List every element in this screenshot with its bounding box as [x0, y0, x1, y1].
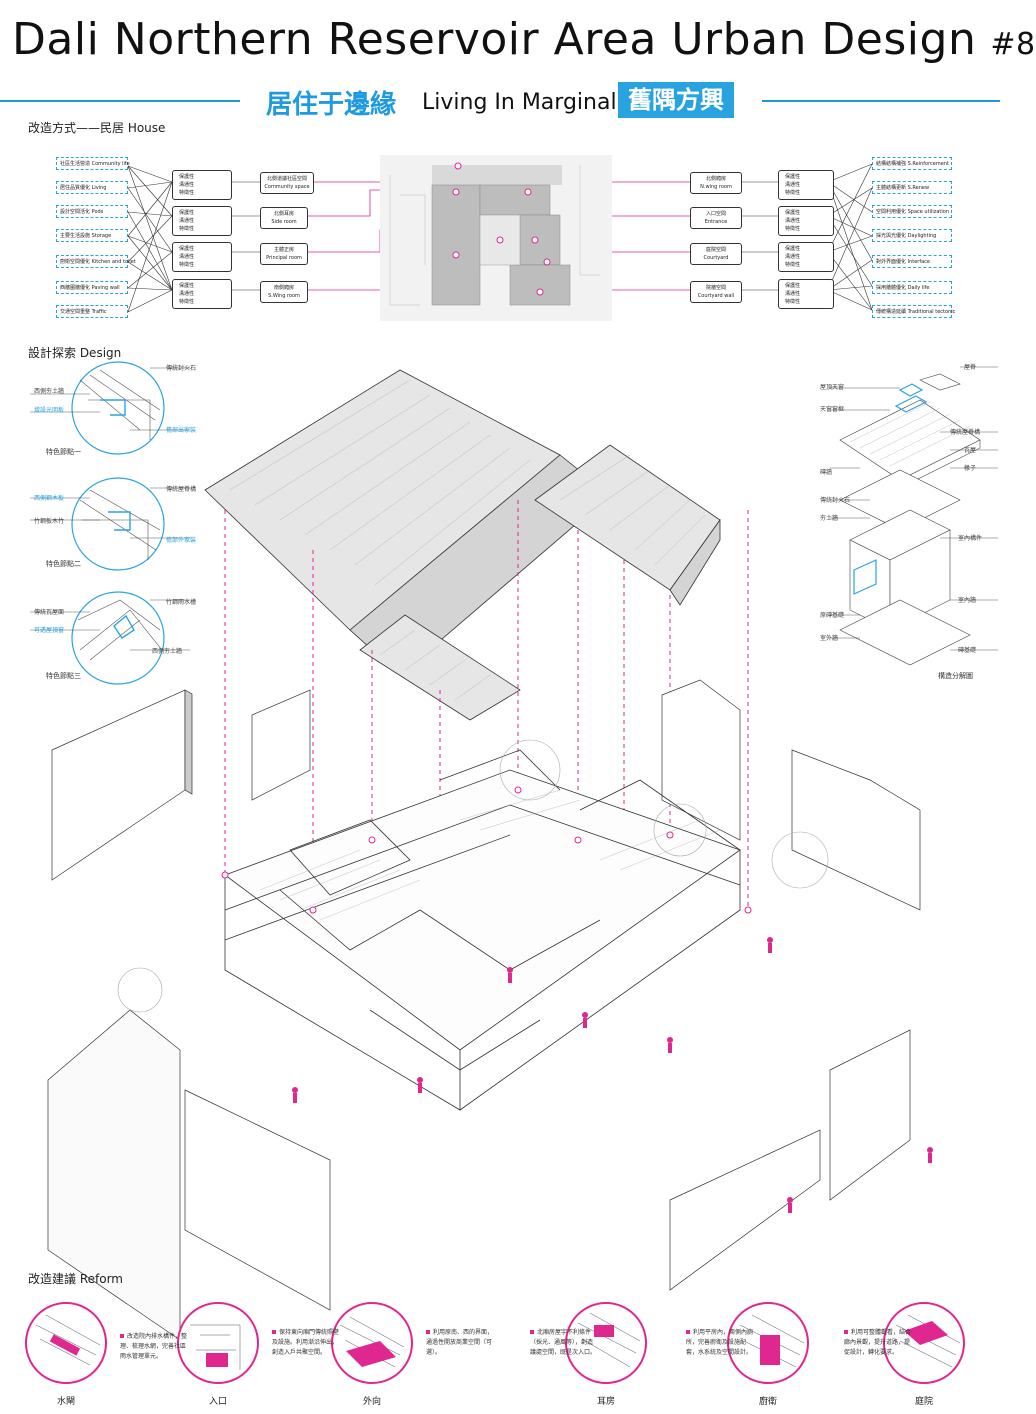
reform-circles: [25, 1302, 965, 1384]
left-legend-box: 保護性溝通性特徵性: [172, 170, 232, 200]
exploded-label: 室內構件: [958, 535, 983, 542]
reform-label: 廚衛: [758, 1397, 777, 1407]
exploded-label: 屋脊: [964, 364, 977, 371]
house-tag: 設計空間活化 Pods: [56, 205, 128, 218]
reform-label: 水閘: [56, 1397, 75, 1407]
house-tag: 交通空間重整 Traffic: [56, 305, 128, 318]
right-legend-box: 保護性溝通性特徵性: [778, 206, 834, 236]
reform-description: 利用平房內，兩側內廁所，完善廚衛及設施配套，水系統及空間設計。: [686, 1329, 754, 1356]
subtitle-rule-left: [0, 100, 240, 102]
exploded-label: 傳統封火石: [820, 497, 851, 504]
detail-label: 檐部出家裝: [166, 427, 197, 434]
house-tag: 西牆圍牆優化 Paving wall: [56, 281, 128, 294]
left-legend-box: 保護性溝通性特徵性: [172, 279, 232, 309]
reform-label: 庭院: [914, 1397, 933, 1407]
detail-label: 傳統屋脊構: [166, 486, 197, 493]
reform-description: 改造院內排水構件，整理、梳理水網，完善社區雨水管理單元。: [120, 1333, 188, 1360]
section-design-heading: 設計探索 Design: [28, 346, 122, 360]
page-title: Dali Northern Reservoir Area Urban Desig…: [12, 14, 1036, 65]
exploded-label: 天窗窗框: [820, 406, 845, 413]
construction-exploded-diagram: [830, 366, 998, 666]
exploded-label: 傳統屋脊構: [950, 429, 981, 436]
left-legend-box: 保護性溝通性特徵性: [172, 242, 232, 272]
detail-label: 可透屋頂窗: [34, 627, 65, 634]
exploded-label: 夯土牆: [820, 515, 839, 522]
right-legend-box: 保護性溝通性特徵性: [778, 170, 834, 200]
detail-label: 西側夯土牆: [152, 648, 183, 655]
exploded-label: 磚牆: [820, 469, 833, 476]
house-tag: 主體結構更新 S.Renew: [872, 181, 952, 194]
detail-label: 西側鋼木板: [34, 495, 65, 502]
axonometric-house-drawing: [47, 369, 933, 1341]
detail-label: 竹鋼雨水槽: [166, 599, 197, 606]
reform-label: 外向: [362, 1397, 381, 1407]
subtitle-chinese: 居住于邊緣: [266, 90, 397, 120]
exploded-label: 瓦屋: [964, 447, 977, 454]
house-tag: 空間利用優化 Space utilization: [872, 205, 952, 218]
house-tag: 結構結構補強 S.Reinforcement: [872, 157, 952, 170]
reform-description: 保持東向廂門傳統照壁及設施。利用漸沿伸出，創造入戶共聚空間。: [272, 1329, 340, 1356]
house-tag: 對外界面優化 Interface: [872, 255, 952, 268]
subtitle-rule-right: [762, 100, 1000, 102]
subtitle-english: Living In Marginal: [422, 90, 617, 115]
detail-label: 西側夯土牆: [34, 388, 65, 395]
reform-description: 利用原南、西的界面，通過性開放商業空間（可選）。: [426, 1329, 494, 1356]
detail-caption: 特色節點一: [46, 448, 81, 456]
title-number: #8: [990, 27, 1036, 62]
subtitle-badge: 舊隅方興: [618, 82, 734, 118]
detail-label: 傳統封火石: [166, 365, 197, 372]
exploded-caption: 構造分解圖: [938, 672, 973, 680]
house-tag: 居住品質優化 Living: [56, 181, 128, 194]
section-house-heading: 改造方式——民居 House: [28, 121, 166, 135]
reform-label: 入口: [208, 1397, 227, 1407]
site-plan: [380, 155, 612, 321]
exploded-label: 原磚基礎: [820, 612, 845, 619]
house-tag: 廚衛空間優化 Kitchen and toilet: [56, 255, 136, 268]
exploded-label: 屋頂天窗: [820, 384, 845, 391]
house-tag: 採光與光優化 Daylighting: [872, 229, 952, 242]
exploded-label: 室內牆: [958, 597, 977, 604]
detail-nodes-graphic: [30, 361, 190, 685]
exploded-label: 室外牆: [820, 635, 839, 642]
reform-description: 利用可整體觀看，結合廊內景觀，提升道路，提促設計，轉化要求。: [844, 1329, 912, 1356]
section-reform-heading: 改造建議 Reform: [28, 1272, 123, 1286]
house-tag: 社區生活營造 Community life: [56, 157, 130, 170]
detail-label: 檐部外家裝: [166, 537, 197, 544]
exploded-label: 椽子: [964, 465, 977, 472]
reform-description: 北廂房屋宇不利條件（採光、通風等），創造議處空間，既是次入口。: [530, 1329, 597, 1356]
detail-label: 增設光明板: [34, 407, 65, 414]
house-tag: 採用牆體優化 Daily life: [872, 281, 952, 294]
right-legend-box: 保護性溝通性特徵性: [778, 279, 834, 309]
right-legend-box: 保護性溝通性特徵性: [778, 242, 834, 272]
reform-label: 耳房: [596, 1397, 615, 1407]
detail-label: 竹鋼板木竹: [34, 518, 65, 525]
detail-label: 傳統瓦屋面: [34, 609, 65, 616]
house-tag: 傳統構造延續 Traditional tectonic: [872, 305, 955, 318]
detail-caption: 特色節點二: [46, 560, 81, 568]
detail-caption: 特色節點三: [46, 672, 81, 680]
exploded-label: 磚基礎: [958, 647, 977, 654]
house-tag: 主要生活設施 Storage: [56, 229, 128, 242]
left-legend-box: 保護性溝通性特徵性: [172, 206, 232, 236]
